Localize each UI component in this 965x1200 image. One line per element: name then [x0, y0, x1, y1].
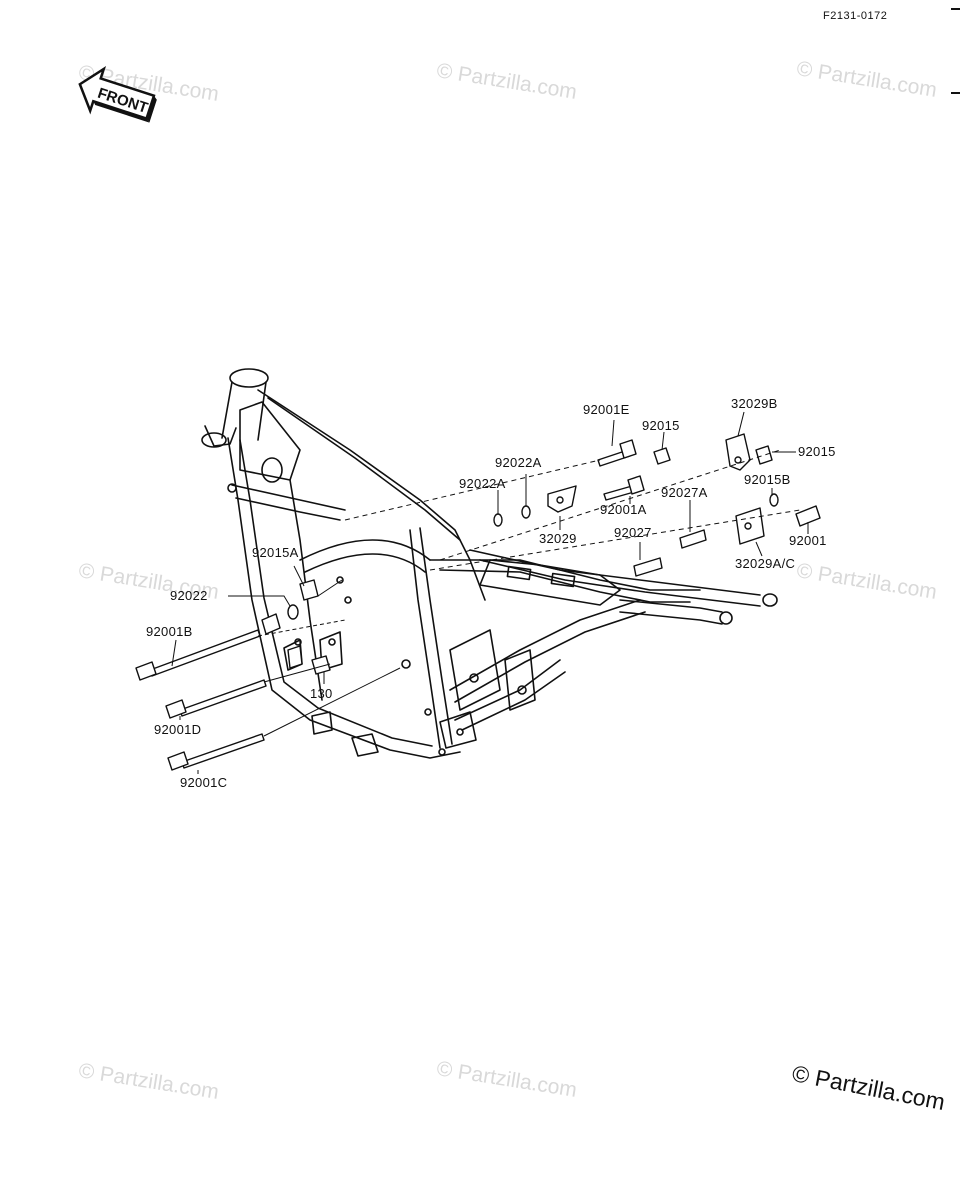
callout-92001B: 92001B — [146, 624, 193, 639]
corner-mark — [951, 8, 960, 10]
front-arrow-icon: FRONT — [78, 65, 157, 123]
callout-92001D: 92001D — [154, 722, 202, 737]
collar-92027 — [633, 557, 663, 577]
callout-92022: 92022 — [170, 588, 208, 603]
callout-92001A: 92001A — [600, 502, 647, 517]
callout-92015-right: 92015 — [798, 444, 836, 459]
collar-92027A — [679, 529, 707, 549]
nut-92015 — [653, 447, 671, 465]
washer-92022A — [521, 505, 531, 519]
callout-32029B: 32029B — [731, 396, 778, 411]
callout-92022A-lower: 92022A — [459, 476, 506, 491]
corner-mark — [951, 92, 960, 94]
steering-head-top — [229, 368, 269, 388]
bracket-32029B — [725, 433, 751, 471]
callout-92001E: 92001E — [583, 402, 630, 417]
callout-130: 130 — [310, 686, 333, 701]
document-id: F2131-0172 — [823, 10, 888, 22]
bolt-92001C — [181, 733, 265, 769]
callout-92015B: 92015B — [744, 472, 791, 487]
bolt-92001D — [179, 679, 267, 717]
steering-head-bottom — [201, 432, 227, 448]
callout-92027: 92027 — [614, 525, 652, 540]
callout-92022A: 92022A — [495, 455, 542, 470]
washer-92015B — [769, 493, 779, 507]
callout-92027A: 92027A — [661, 485, 708, 500]
bolt-92001 — [795, 505, 821, 527]
callout-92001: 92001 — [789, 533, 827, 548]
nut-92015-right — [755, 445, 773, 465]
washer-92022A — [493, 513, 503, 527]
callout-92001C: 92001C — [180, 775, 228, 790]
callout-92015: 92015 — [642, 418, 680, 433]
callout-92015A: 92015A — [252, 545, 299, 560]
callout-32029A-C: 32029A/C — [735, 556, 796, 571]
callout-32029: 32029 — [539, 531, 577, 546]
